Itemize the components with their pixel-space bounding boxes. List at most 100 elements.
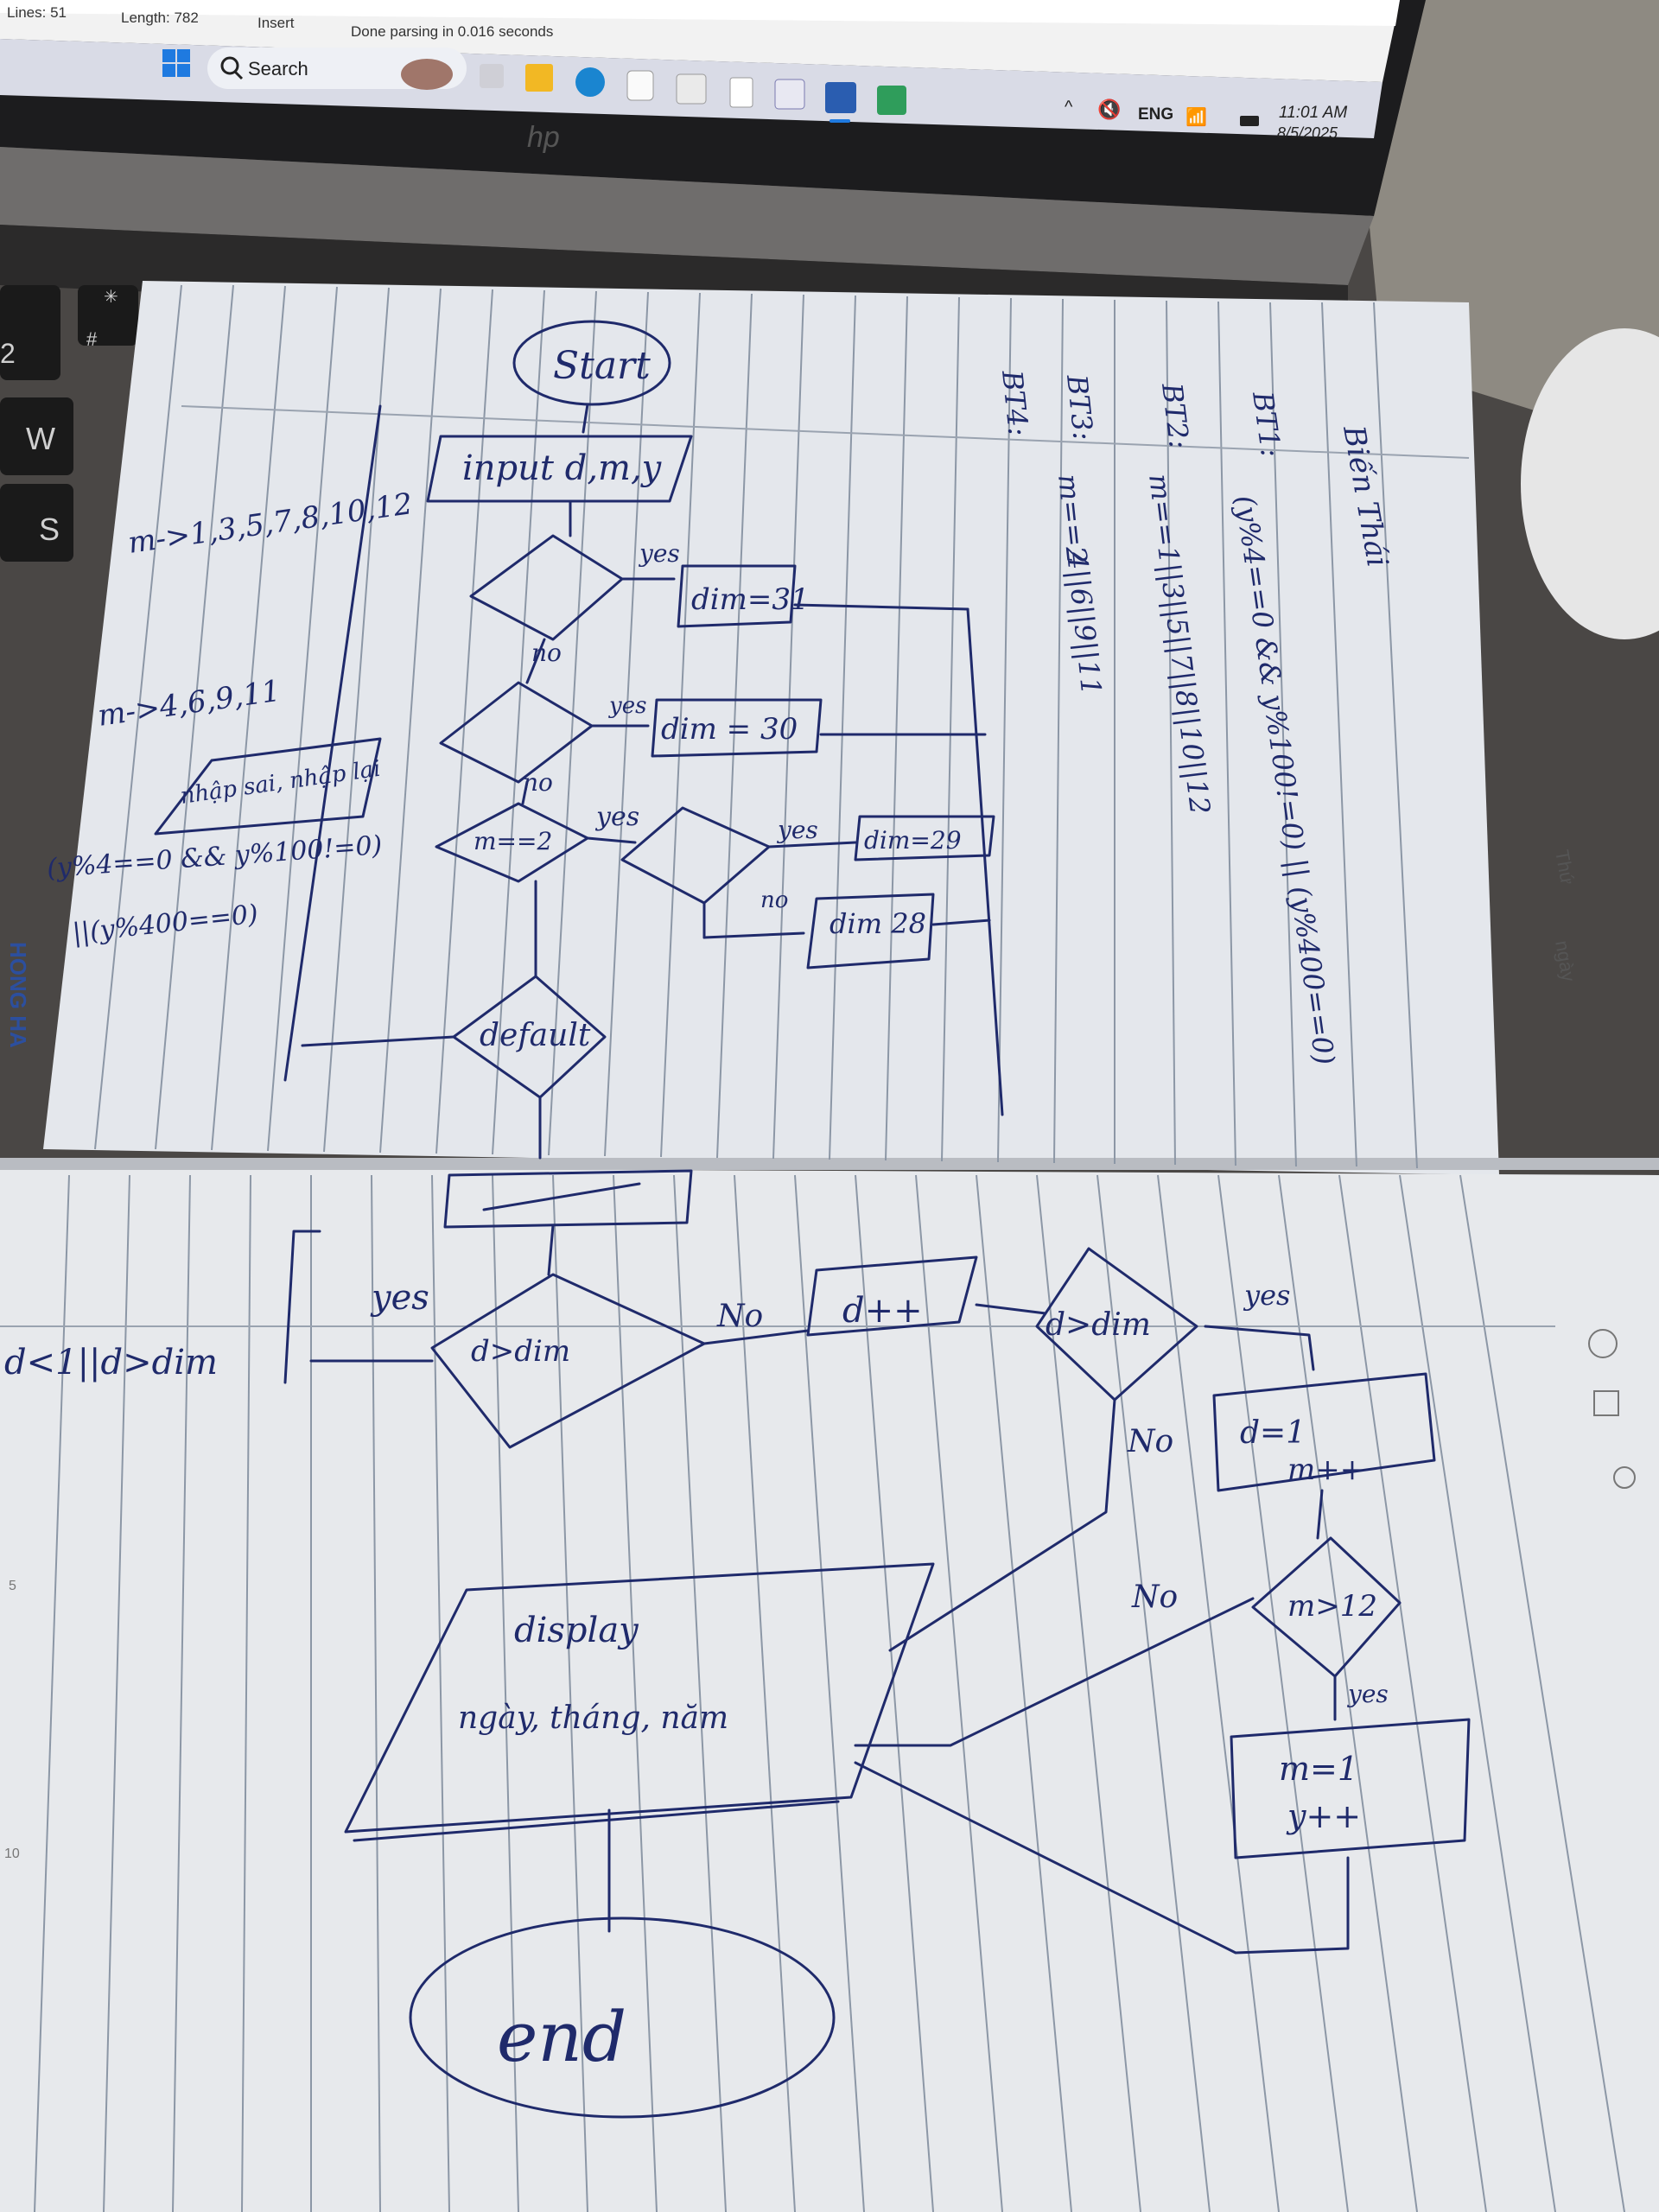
tray-chevron-icon[interactable]: ^ xyxy=(1065,98,1073,117)
dim28-box xyxy=(806,893,935,969)
keyboard: 2 W S # ✳ xyxy=(0,285,138,562)
decision-leap-no: no xyxy=(760,887,788,913)
right-decision-yes: yes xyxy=(1243,1279,1290,1312)
key-2[interactable]: 2 xyxy=(0,338,16,369)
key-hash[interactable]: # xyxy=(86,328,98,350)
search-highlight-image xyxy=(401,59,453,90)
key-s[interactable]: S xyxy=(39,512,60,547)
weather-sun-icon xyxy=(1588,1329,1618,1358)
status-lines: Lines: 51 xyxy=(7,4,67,21)
year-box xyxy=(1230,1718,1471,1859)
bulb-icon xyxy=(1613,1466,1636,1489)
decision-2 xyxy=(439,681,594,784)
app-icon-2[interactable] xyxy=(877,86,906,115)
reenter-box xyxy=(154,737,382,836)
file-explorer-icon[interactable] xyxy=(525,64,553,92)
hp-logo: hp xyxy=(527,121,560,154)
dim29-box xyxy=(854,815,995,861)
dim31-label: dim=31 xyxy=(691,582,810,617)
flowchart-top: Start input d,m,y yes dim=31 no yes dim … xyxy=(283,320,1004,1160)
top-page-rules xyxy=(94,284,1470,1169)
decision-2-yes: yes xyxy=(608,693,646,719)
main-decision-label: d>dim xyxy=(471,1334,570,1369)
reset-box xyxy=(1212,1372,1436,1492)
windows-start-icon[interactable] xyxy=(162,49,190,77)
reset-label-2: m++ xyxy=(1287,1452,1364,1487)
app-icon-1[interactable] xyxy=(676,73,707,105)
right-decision-no: No xyxy=(1127,1424,1173,1459)
m12-no: No xyxy=(1131,1580,1178,1615)
display-box xyxy=(344,1562,935,1834)
end-terminal xyxy=(409,1916,836,2119)
end-label: end xyxy=(497,1997,626,2077)
battery-icon[interactable] xyxy=(1240,116,1259,126)
clock-date[interactable]: 8/5/2025 xyxy=(1277,124,1338,142)
bt3-label: BT3: xyxy=(1060,372,1100,442)
m12-label: m>12 xyxy=(1287,1589,1377,1624)
bottom-page-rules xyxy=(0,1174,1625,2212)
start-label: Start xyxy=(553,344,651,388)
status-parse: Done parsing in 0.016 seconds xyxy=(351,23,553,40)
right-decision-label: d>dim xyxy=(1046,1307,1151,1343)
book-icon xyxy=(1593,1390,1619,1416)
bt2-label: BT2: xyxy=(1155,380,1196,450)
status-length: Length: 782 xyxy=(121,10,199,26)
dim31-box xyxy=(677,564,797,628)
active-app-indicator xyxy=(830,119,850,123)
start-terminal xyxy=(512,320,671,406)
year-label: m=1 xyxy=(1279,1750,1358,1788)
dim29-label: dim=29 xyxy=(864,826,962,855)
side-condition: d<1||d>dim xyxy=(4,1343,218,1382)
dim30-box xyxy=(651,698,823,758)
input-box xyxy=(426,435,693,503)
dpp-label: d++ xyxy=(842,1291,923,1331)
decision-1-yes: yes xyxy=(638,539,680,568)
notebook-brand: HONG HA xyxy=(5,942,31,1048)
top-page xyxy=(43,281,1499,1175)
display-line2: ngày, tháng, năm xyxy=(458,1700,728,1736)
snipping-tool-icon[interactable] xyxy=(774,79,805,110)
task-view-icon[interactable] xyxy=(480,64,504,88)
mouse xyxy=(1521,328,1659,639)
main-decision xyxy=(430,1273,706,1449)
display-line1: display xyxy=(514,1611,639,1650)
notebook: HONG HA Thứ ngày Biến Thái BT1: (y%4==0 … xyxy=(0,281,1659,2212)
decision-m2-yes: yes xyxy=(594,802,639,832)
main-decision-no: No xyxy=(716,1299,763,1334)
margin-number-5: 5 xyxy=(9,1579,16,1593)
search-label: Search xyxy=(248,58,308,79)
editor-status-bar: Lines: 51 Length: 782 Insert Done parsin… xyxy=(7,4,553,40)
decision-leap-yes: yes xyxy=(776,816,818,844)
store-icon[interactable] xyxy=(626,70,654,101)
decision-m2 xyxy=(435,802,589,883)
edge-icon[interactable] xyxy=(575,67,605,97)
bt4-label: BT4: xyxy=(995,368,1035,438)
language-indicator[interactable]: ENG xyxy=(1138,105,1173,124)
mute-icon[interactable]: 🔇 xyxy=(1097,99,1121,120)
clock-time[interactable]: 11:01 AM xyxy=(1279,104,1347,122)
flowchart-bottom: d<1||d>dim yes d>dim No d++ d>dim yes No… xyxy=(4,1169,1471,2119)
margin-number-10: 10 xyxy=(4,1847,20,1861)
dim30-label: dim = 30 xyxy=(661,712,798,747)
taskbar-items: Search ^ 🔇 ENG 📶 11:01 AM 8/5/2025 xyxy=(162,48,1347,142)
input-label: input d,m,y xyxy=(462,448,663,488)
m12-yes: yes xyxy=(1346,1680,1389,1708)
decision-m2-label: m==2 xyxy=(474,827,552,855)
search-icon xyxy=(220,56,239,75)
status-mode: Insert xyxy=(257,15,295,31)
search-box[interactable] xyxy=(207,48,467,89)
key-backlight[interactable]: ✳ xyxy=(104,288,118,307)
notepad-icon[interactable] xyxy=(729,77,753,108)
year-label-2: y++ xyxy=(1286,1797,1361,1835)
bottom-yes-left: yes xyxy=(370,1278,429,1318)
wifi-icon[interactable]: 📶 xyxy=(1185,106,1207,127)
dim28-label: dim 28 xyxy=(830,907,926,940)
laptop-hinge xyxy=(0,147,1374,285)
key-w[interactable]: W xyxy=(26,421,55,456)
scratched-box xyxy=(443,1169,693,1229)
default-label: default xyxy=(480,1018,591,1053)
dpp-box xyxy=(806,1255,978,1337)
reset-label: d=1 xyxy=(1240,1415,1306,1451)
devcpp-icon[interactable] xyxy=(825,82,856,113)
